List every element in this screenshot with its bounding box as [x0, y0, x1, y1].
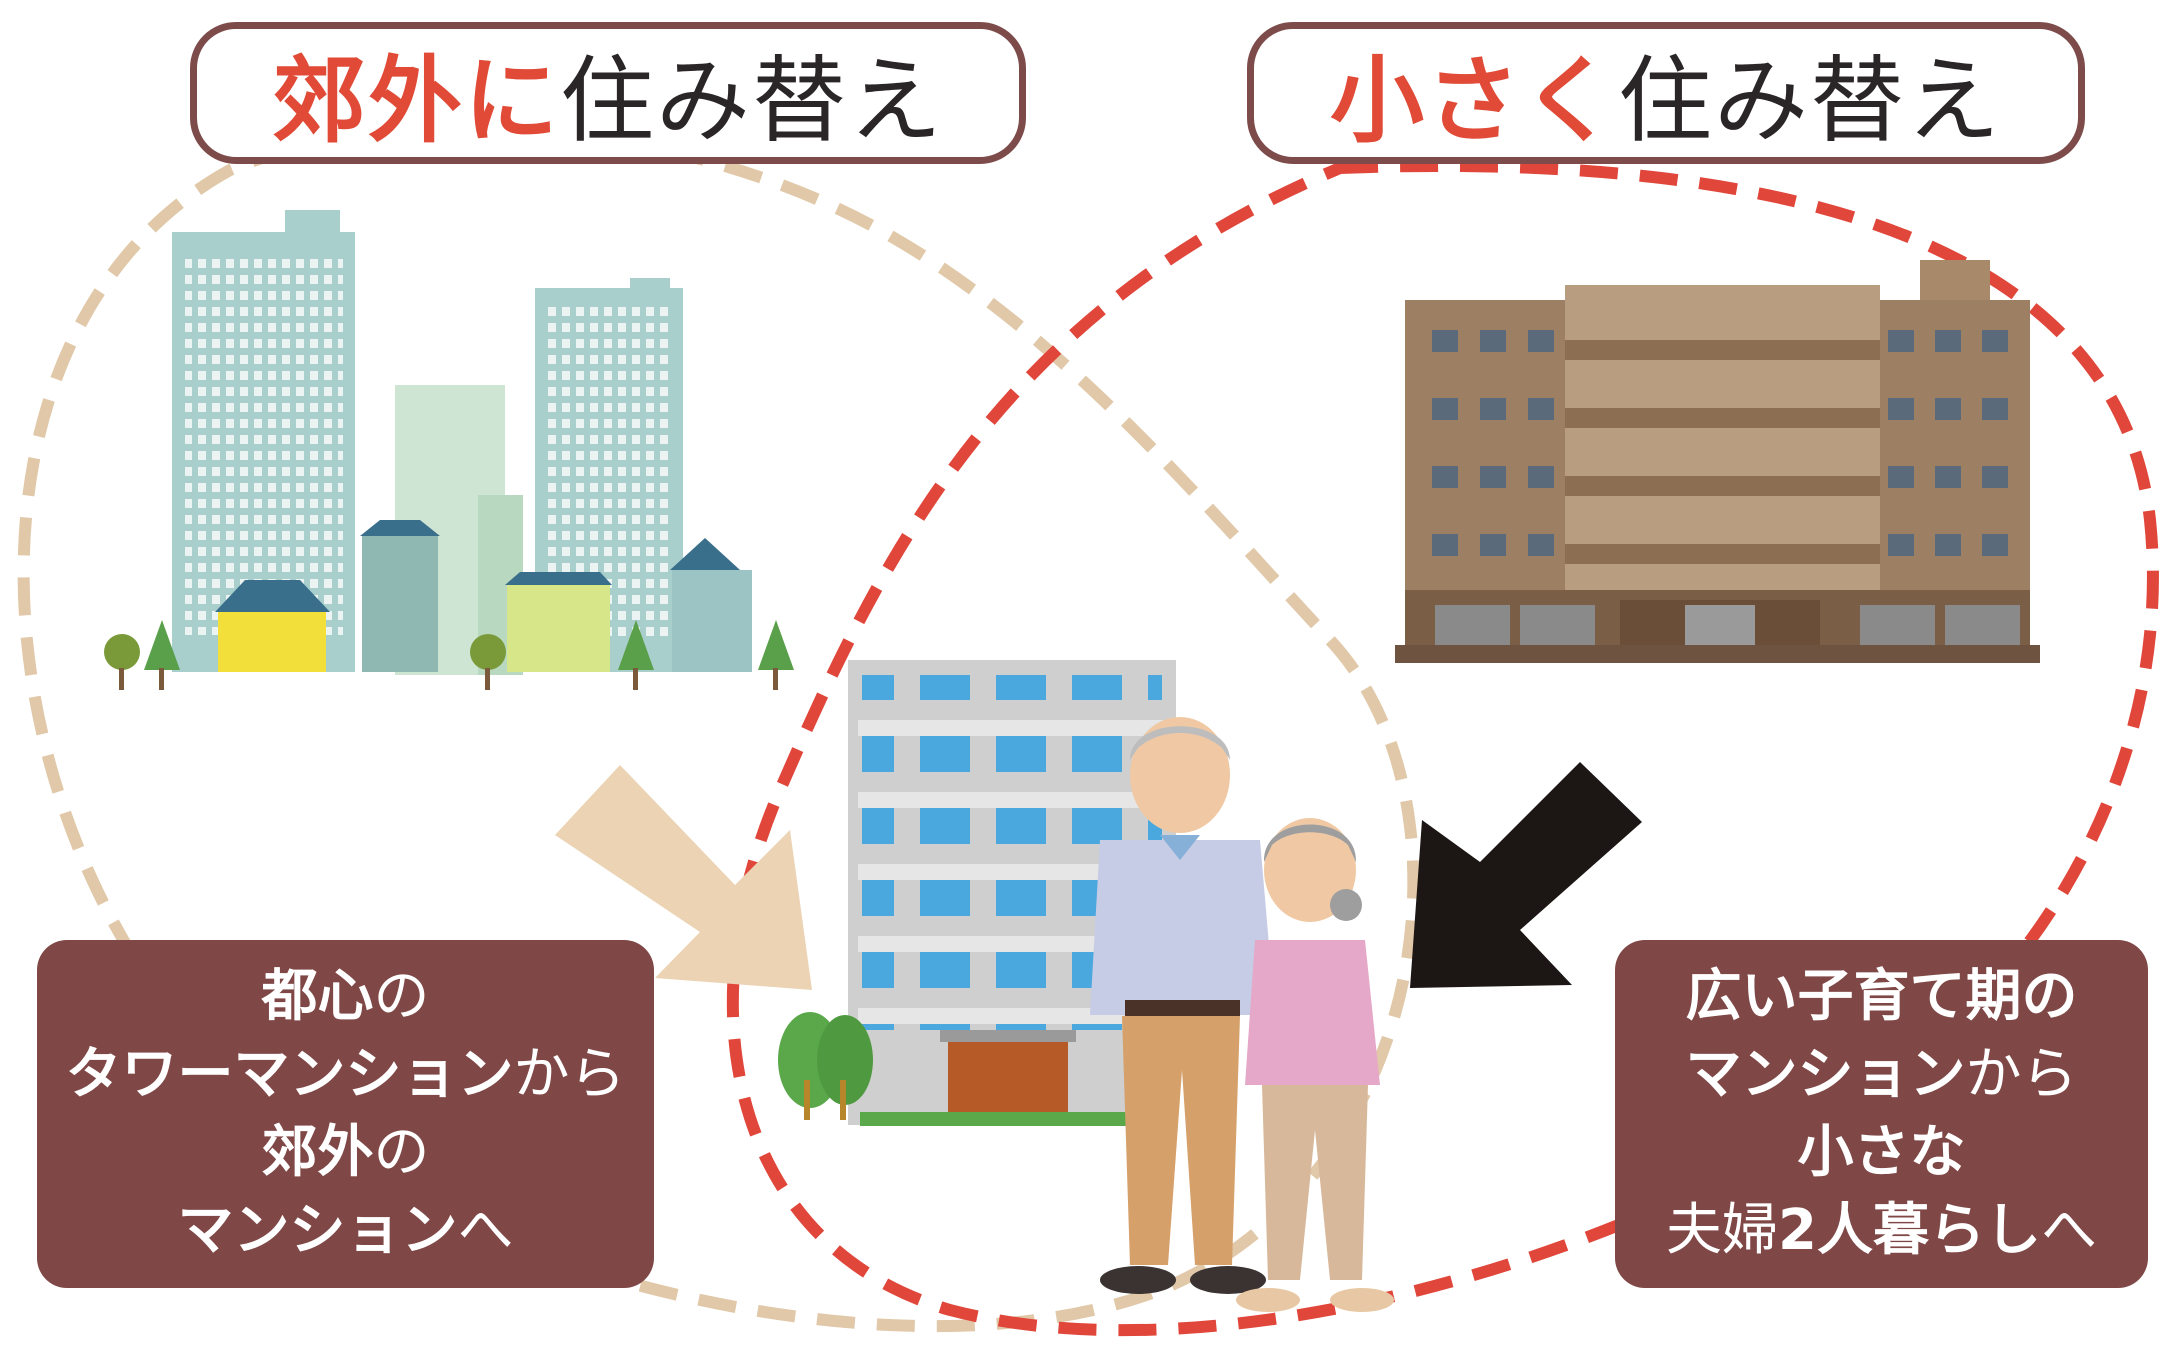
caption-line: 小さな: [1615, 1114, 2148, 1192]
caption-line: マンションから: [1615, 1036, 2148, 1114]
caption-particle: へ: [457, 1198, 514, 1263]
title-suburban-accent: 郊外に: [271, 47, 560, 156]
caption-particle: から: [1965, 1042, 2078, 1107]
caption-bold: 都心: [261, 964, 374, 1029]
city-skyline-icon: [104, 210, 794, 690]
caption-particle: から: [513, 1042, 626, 1107]
title-downsize-rest: 住み替え: [1618, 47, 2003, 156]
caption-bold: 広い子育て期の: [1685, 964, 2078, 1029]
caption-particle: の: [373, 964, 430, 1029]
caption-line: 郊外の: [37, 1114, 654, 1192]
elderly-couple-icon: [1090, 717, 1394, 1312]
caption-line: 広い子育て期の: [1615, 958, 2148, 1036]
caption-bold: マンション: [1685, 1042, 1966, 1107]
arrow-from-city-icon: [555, 765, 812, 990]
caption-line: 夫婦2人暮らしへ: [1615, 1192, 2148, 1270]
suburban-circle: [17, 121, 1420, 1333]
title-suburban-rest: 住み替え: [560, 47, 945, 156]
caption-line: マンションへ: [37, 1192, 654, 1270]
caption-particle: へ: [2040, 1198, 2097, 1263]
caption-bold: 小さな: [1797, 1120, 1966, 1185]
arrow-from-large-apartment-icon: [1410, 762, 1642, 988]
apartment-building-icon: [1395, 260, 2040, 663]
downsize-circle: [726, 160, 2159, 1337]
caption-line: タワーマンションから: [37, 1036, 654, 1114]
caption-downsize: 広い子育て期の マンションから 小さな 夫婦2人暮らしへ: [1615, 940, 2148, 1288]
caption-suburban: 都心の タワーマンションから 郊外の マンションへ: [37, 940, 654, 1288]
caption-bold: 郊外: [261, 1120, 374, 1185]
caption-bold: マンション: [177, 1198, 458, 1263]
caption-prefix: 夫婦: [1666, 1198, 1779, 1263]
caption-bold: 2人暮らし: [1778, 1198, 2041, 1263]
title-downsize-accent: 小さく: [1329, 47, 1618, 156]
title-downsize-move: 小さく住み替え: [1247, 22, 2085, 164]
caption-particle: の: [373, 1120, 430, 1185]
caption-bold: タワーマンション: [65, 1042, 514, 1107]
title-suburban-move: 郊外に住み替え: [190, 22, 1026, 164]
caption-line: 都心の: [37, 958, 654, 1036]
